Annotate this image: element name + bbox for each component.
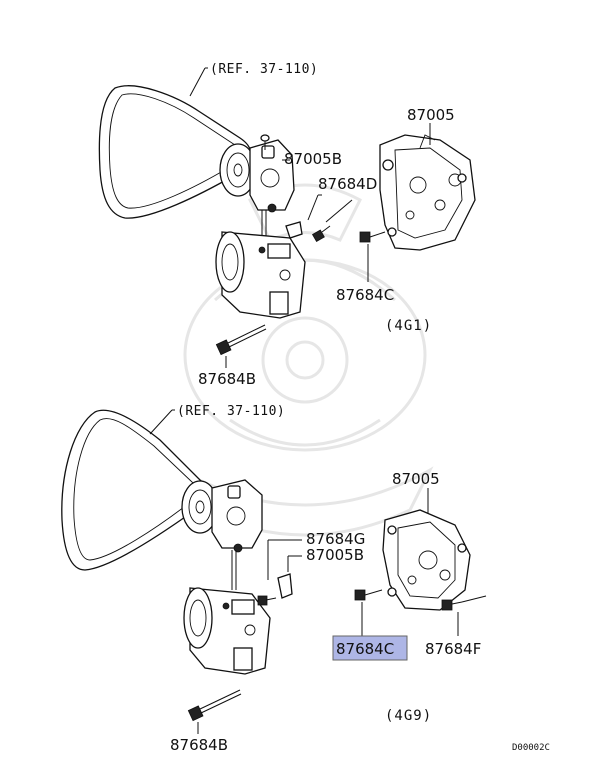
ref-label-bottom[interactable]: (REF. 37-110) <box>177 404 285 419</box>
part-label-87684f-bottom[interactable]: 87684F <box>425 640 481 658</box>
part-label-87005b-bottom[interactable]: 87005B <box>306 546 364 564</box>
bracket-87005-top <box>379 134 476 251</box>
part-label-87005-bottom[interactable]: 87005 <box>392 470 440 488</box>
engine-label-top: (4G1) <box>385 318 432 334</box>
bolt-87684f-bottom <box>441 599 463 611</box>
part-label-87684c-top[interactable]: 87684C <box>336 286 394 304</box>
bolt-87684c-bottom <box>354 589 383 601</box>
bolt-87684b-bottom <box>187 689 242 722</box>
part-label-87684g-bottom[interactable]: 87684G <box>306 530 365 548</box>
bolt-87684d-top <box>311 225 331 243</box>
top-assembly <box>98 67 476 368</box>
bolt-87684c-top <box>359 231 386 243</box>
bolt-87684b-top <box>215 324 267 356</box>
bolt-87684g-bottom <box>257 595 277 606</box>
bottom-assembly <box>61 409 487 734</box>
part-label-87684d-top[interactable]: 87684D <box>318 175 377 193</box>
part-label-87005-top[interactable]: 87005 <box>407 106 455 124</box>
part-label-87684b-bottom[interactable]: 87684B <box>170 736 228 754</box>
diagram-code: D00002C <box>512 743 550 753</box>
part-label-87684b-top[interactable]: 87684B <box>198 370 256 388</box>
drive-belt-top <box>98 85 252 219</box>
highlight-87684c <box>332 635 408 661</box>
part-label-87684c-bottom[interactable]: 87684C <box>336 640 394 658</box>
engine-label-bottom: (4G9) <box>385 708 432 724</box>
ref-label-top[interactable]: (REF. 37-110) <box>210 62 318 77</box>
bracket-87005-bottom <box>382 509 471 611</box>
part-label-87005b-top[interactable]: 87005B <box>284 150 342 168</box>
